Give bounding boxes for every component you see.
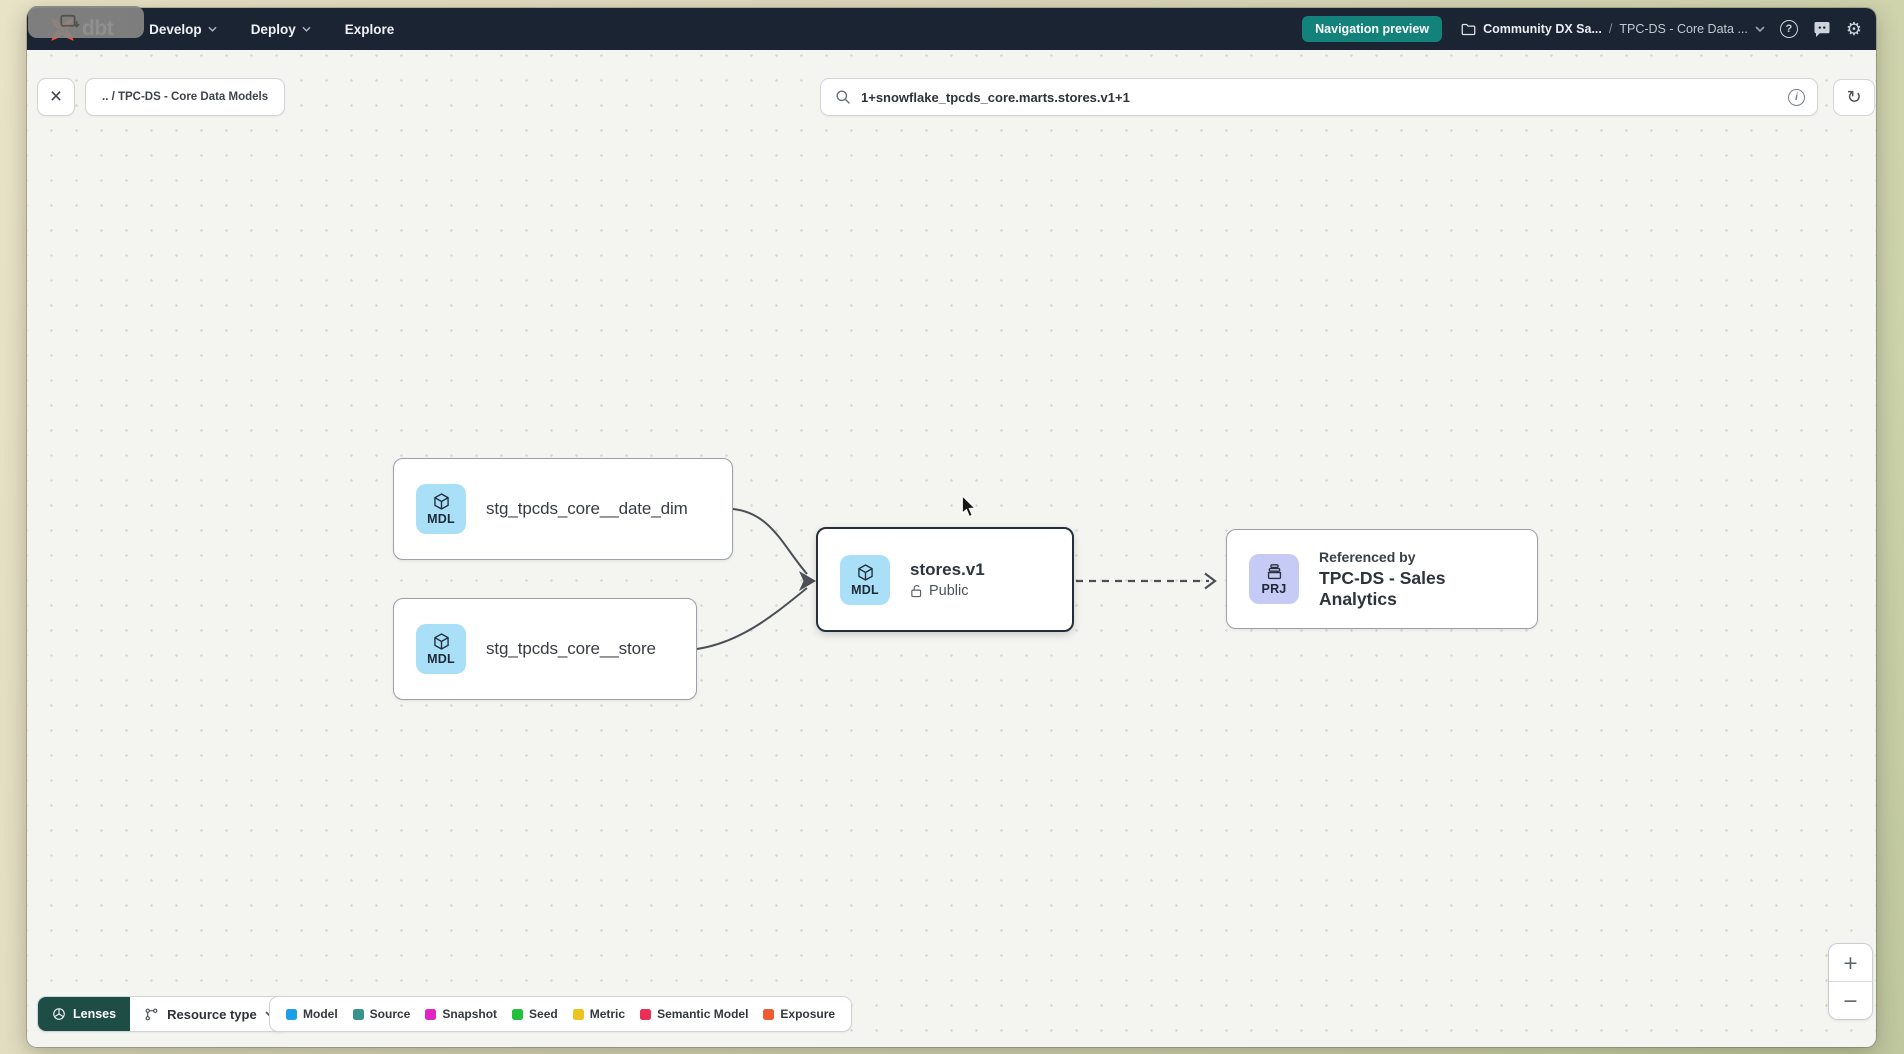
node-label: stg_tpcds_core__date_dim	[486, 499, 688, 518]
model-badge: MDL	[416, 484, 466, 534]
legend-item-model: Model	[286, 1007, 338, 1021]
project-breadcrumb: Community DX Sa... / TPC-DS - Core Data …	[1461, 22, 1765, 36]
legend-item-source: Source	[352, 1007, 410, 1021]
feedback-icon[interactable]	[1813, 21, 1831, 38]
legend-swatch-model	[286, 1008, 297, 1020]
badge-label: MDL	[427, 652, 455, 666]
divider	[1829, 981, 1872, 982]
legend-swatch-seed	[512, 1008, 524, 1020]
settings-gear-icon[interactable]: ⚙	[1845, 18, 1862, 40]
legend-item-seed: Seed	[512, 1007, 558, 1021]
badge-label: MDL	[851, 582, 879, 597]
node-referenced-by-project[interactable]: PRJ Referenced by TPC-DS - Sales Analyti…	[1226, 529, 1538, 629]
help-icon[interactable]: ?	[1779, 20, 1798, 38]
legend-swatch-snapshot	[425, 1008, 437, 1020]
lens-aperture-icon	[53, 1008, 65, 1020]
project-name-label: TPC-DS - Sales Analytics	[1319, 567, 1446, 609]
info-icon[interactable]: i	[1788, 88, 1805, 106]
legend-item-semantic-model: Semantic Model	[640, 1007, 748, 1021]
nav-deploy[interactable]: Deploy	[251, 22, 311, 37]
lenses-resource-type-group: Lenses Resource type	[37, 996, 290, 1032]
breadcrumb-account[interactable]: Community DX Sa...	[1483, 22, 1602, 36]
legend-swatch-source	[352, 1008, 364, 1020]
access-level-label: Public	[929, 583, 969, 599]
lenses-label: Lenses	[73, 1007, 117, 1021]
legend-item-exposure: Exposure	[763, 1007, 835, 1021]
search-icon	[836, 90, 850, 104]
legend-swatch-exposure	[763, 1008, 775, 1020]
close-lineage-button[interactable]: ×	[37, 78, 75, 116]
node-stg-tpcds-core-date-dim[interactable]: MDL stg_tpcds_core__date_dim	[393, 458, 733, 560]
navigation-preview-button[interactable]: Navigation preview	[1302, 16, 1443, 42]
search-input[interactable]	[861, 89, 1778, 105]
referenced-by-label: Referenced by	[1319, 548, 1416, 565]
lineage-canvas[interactable]: × .. / TPC-DS - Core Data Models i ↻ MDL…	[27, 50, 1876, 1047]
chevron-down-icon	[208, 26, 217, 32]
app-window: dbt Develop Deploy Explore Navigation pr…	[27, 8, 1876, 1047]
screen-share-indicator	[28, 6, 144, 38]
model-badge: MDL	[840, 554, 890, 605]
node-stores-v1[interactable]: MDL stores.v1 Public	[816, 527, 1074, 632]
nav-develop[interactable]: Develop	[149, 22, 217, 37]
refresh-button[interactable]: ↻	[1833, 79, 1875, 116]
zoom-in-button[interactable]: +	[1829, 944, 1872, 981]
resource-type-legend: Model Source Snapshot Seed Metric Semant…	[269, 996, 853, 1032]
resource-type-dropdown[interactable]: Resource type	[130, 997, 289, 1031]
legend-swatch-metric	[572, 1008, 584, 1020]
node-stg-tpcds-core-store[interactable]: MDL stg_tpcds_core__store	[393, 598, 697, 700]
badge-label: MDL	[427, 512, 455, 526]
model-badge: MDL	[416, 624, 466, 674]
nav-explore-label: Explore	[344, 21, 395, 37]
main-menu: Develop Deploy Explore	[149, 22, 394, 37]
breadcrumb-project[interactable]: TPC-DS - Core Data ...	[1619, 22, 1748, 36]
archive-stack-icon	[1267, 564, 1281, 580]
node-label: stores.v1	[910, 560, 985, 579]
zoom-out-button[interactable]: −	[1829, 982, 1872, 1019]
lineage-breadcrumb-chip[interactable]: .. / TPC-DS - Core Data Models	[85, 78, 286, 116]
screen-icon	[60, 14, 80, 28]
lenses-button[interactable]: Lenses	[38, 997, 131, 1031]
folder-icon	[1461, 23, 1476, 35]
nav-develop-label: Develop	[149, 21, 202, 37]
arrowhead-icon	[1204, 572, 1217, 590]
badge-label: PRJ	[1261, 582, 1287, 596]
nav-explore[interactable]: Explore	[345, 22, 395, 37]
resource-type-label: Resource type	[167, 1006, 257, 1022]
chevron-down-icon[interactable]	[1755, 26, 1765, 32]
node-label: stg_tpcds_core__store	[486, 639, 656, 658]
arrowhead-icon	[799, 571, 816, 591]
legend-swatch-semantic-model	[640, 1008, 652, 1020]
cube-icon	[433, 493, 449, 510]
lineage-search-bar: i	[820, 78, 1818, 116]
unlock-icon	[911, 585, 922, 598]
cube-icon	[857, 563, 873, 581]
mouse-cursor	[961, 496, 976, 518]
cube-icon	[433, 633, 449, 650]
top-navbar: dbt Develop Deploy Explore Navigation pr…	[27, 8, 1876, 50]
nav-deploy-label: Deploy	[250, 21, 296, 37]
legend-item-snapshot: Snapshot	[425, 1007, 497, 1021]
resource-type-icon	[145, 1008, 158, 1020]
zoom-controls: + −	[1828, 943, 1873, 1020]
breadcrumb-separator: /	[1608, 22, 1613, 36]
chevron-down-icon	[302, 26, 311, 32]
legend-item-metric: Metric	[572, 1007, 625, 1021]
project-badge: PRJ	[1249, 554, 1299, 604]
